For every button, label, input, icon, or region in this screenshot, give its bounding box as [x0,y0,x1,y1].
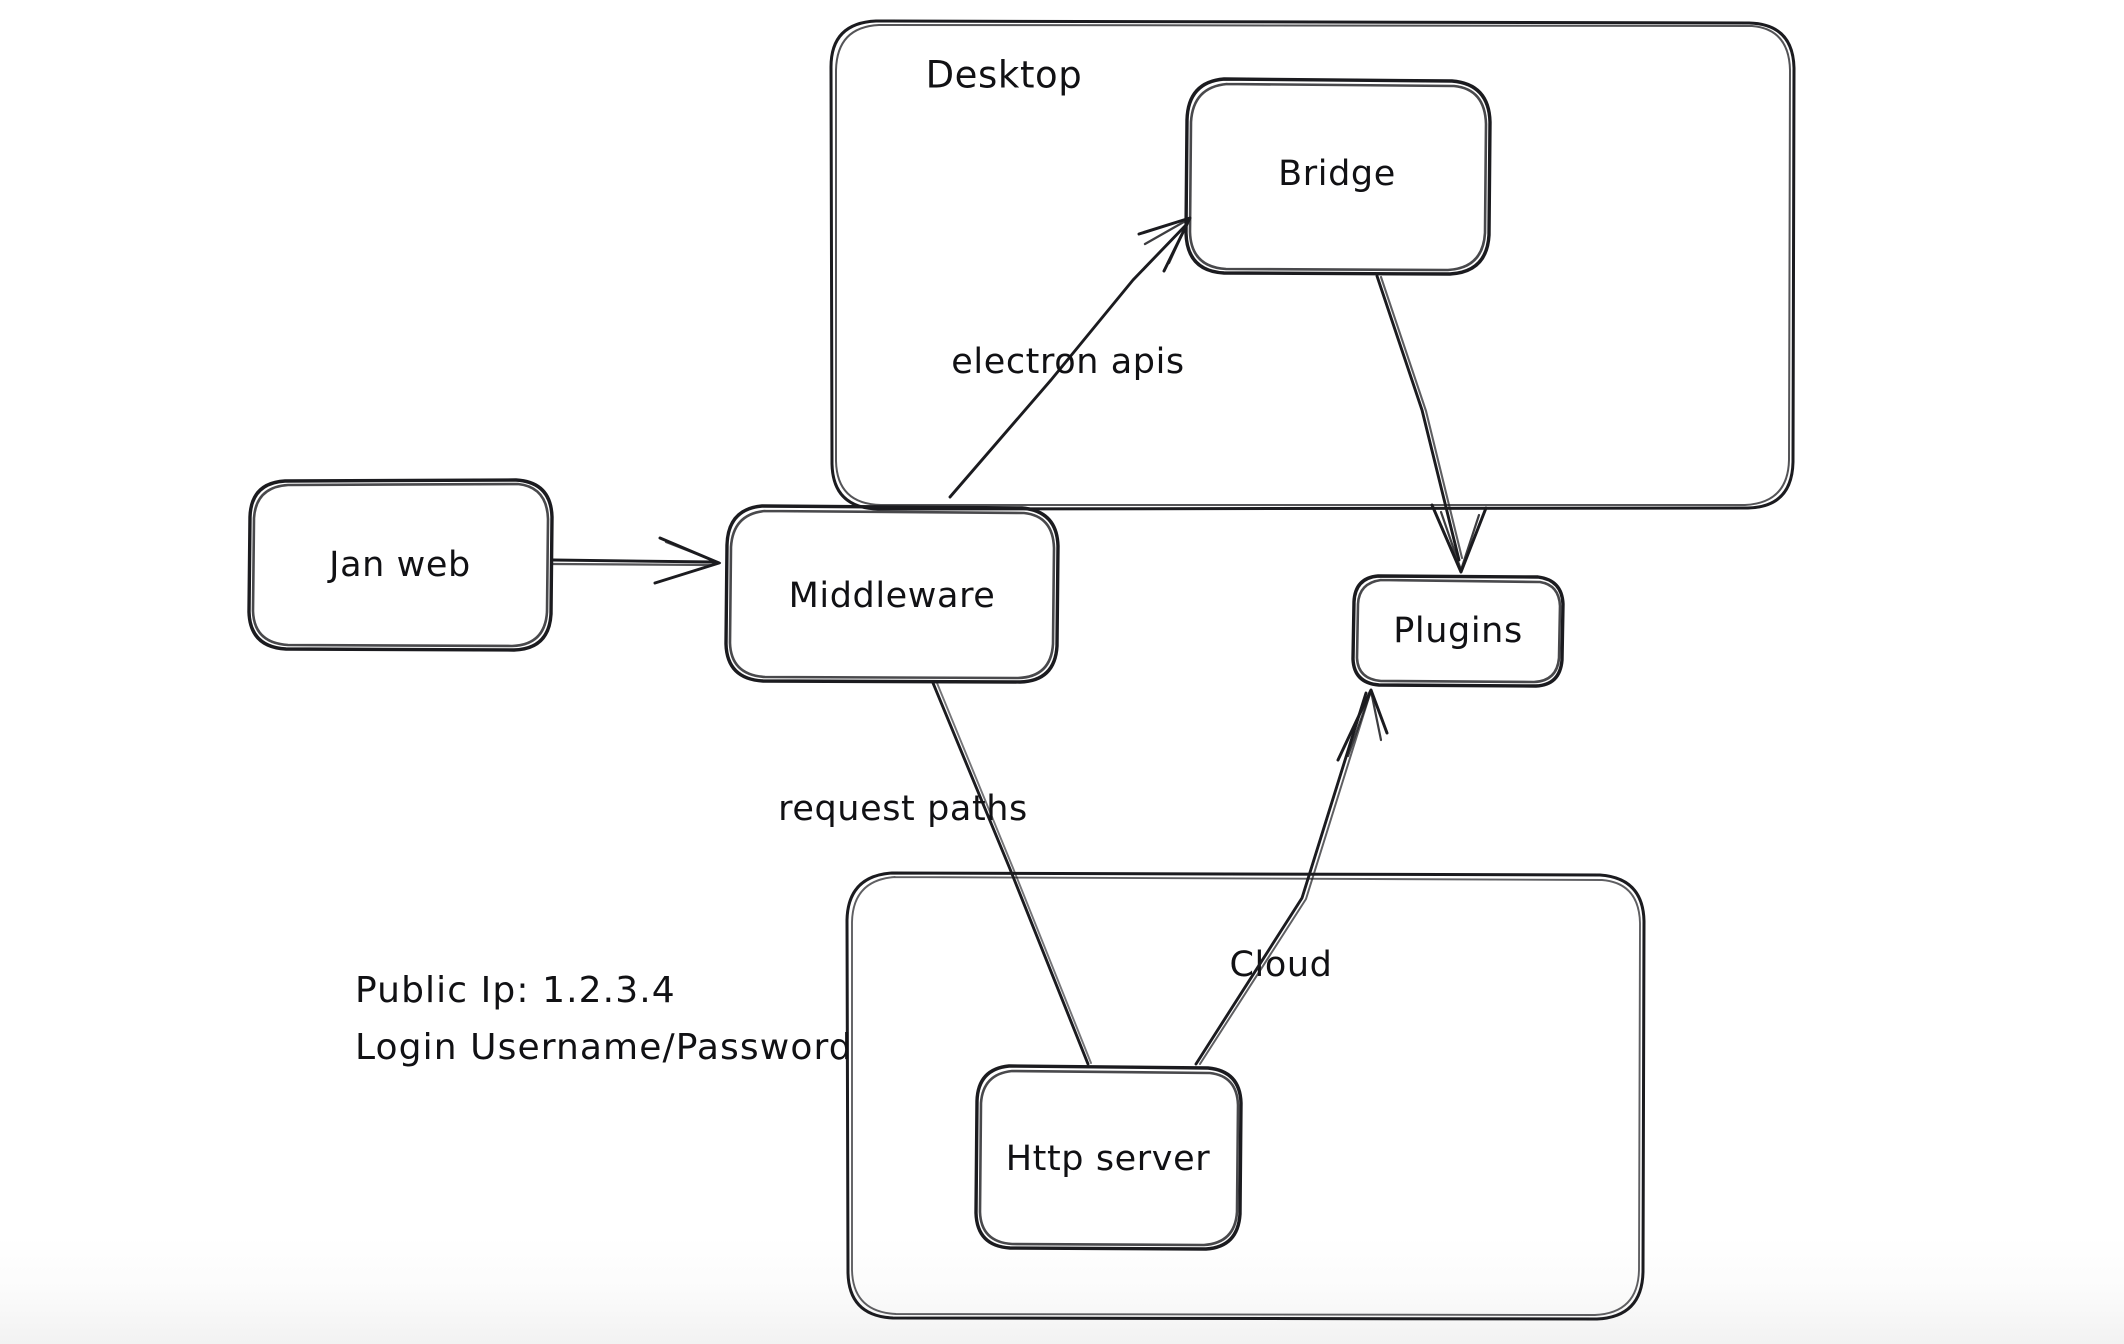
edge-http-server-to-plugins[interactable] [1194,688,1389,1066]
node-jan-web[interactable]: Jan web [247,478,554,652]
node-http-server[interactable]: Http server [974,1064,1243,1251]
container-cloud-label: Cloud [1230,945,1333,985]
edge-middleware-to-http-server[interactable]: request paths [778,681,1092,1066]
node-bridge-label: Bridge [1278,154,1396,194]
note-public-ip-line-1: Public Ip: 1.2.3.4 [355,970,676,1011]
node-plugins[interactable]: Plugins [1351,574,1565,688]
node-middleware[interactable]: Middleware [724,504,1060,684]
edge-middleware-to-http-server-label: request paths [778,789,1028,829]
edge-jan-web-to-middleware[interactable] [551,536,722,585]
node-middleware-label: Middleware [789,576,996,616]
node-plugins-label: Plugins [1393,611,1523,651]
edge-bridge-to-plugins[interactable] [1375,274,1488,574]
node-http-server-label: Http server [1006,1139,1211,1179]
node-jan-web-label: Jan web [327,545,471,585]
node-bridge[interactable]: Bridge [1184,77,1492,276]
container-desktop[interactable]: Desktop [829,19,1796,511]
note-public-ip: Public Ip: 1.2.3.4 Login Username/Passwo… [355,970,853,1068]
container-desktop-label: Desktop [926,54,1083,97]
edge-middleware-to-bridge[interactable]: electron apis [948,216,1192,499]
note-public-ip-line-2: Login Username/Password [355,1027,853,1068]
edge-middleware-to-bridge-label: electron apis [951,342,1185,382]
container-cloud[interactable]: Cloud [845,871,1646,1321]
